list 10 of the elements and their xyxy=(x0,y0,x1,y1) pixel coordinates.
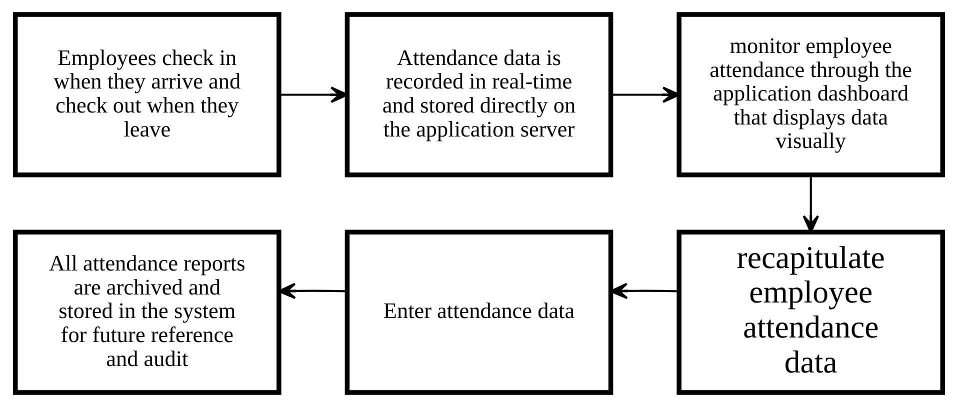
node-box: Employees check in when they arrive and check out when they leave xyxy=(12,12,282,178)
node-box: All attendance reports are archived and stored in the system for future reference and audit xyxy=(12,230,282,395)
node-box: recapitulate employee attendance data xyxy=(676,230,946,395)
arrow xyxy=(802,175,820,233)
arrow xyxy=(278,282,348,300)
arrow xyxy=(279,86,348,103)
arrow xyxy=(610,86,680,103)
node-box: Enter attendance data xyxy=(344,230,614,395)
node-box: monitor employee attendance through the application dashboard that displays data visually xyxy=(676,12,946,178)
node-box: Attendance data is recorded in real-time and stored directly on the application server xyxy=(344,12,614,178)
